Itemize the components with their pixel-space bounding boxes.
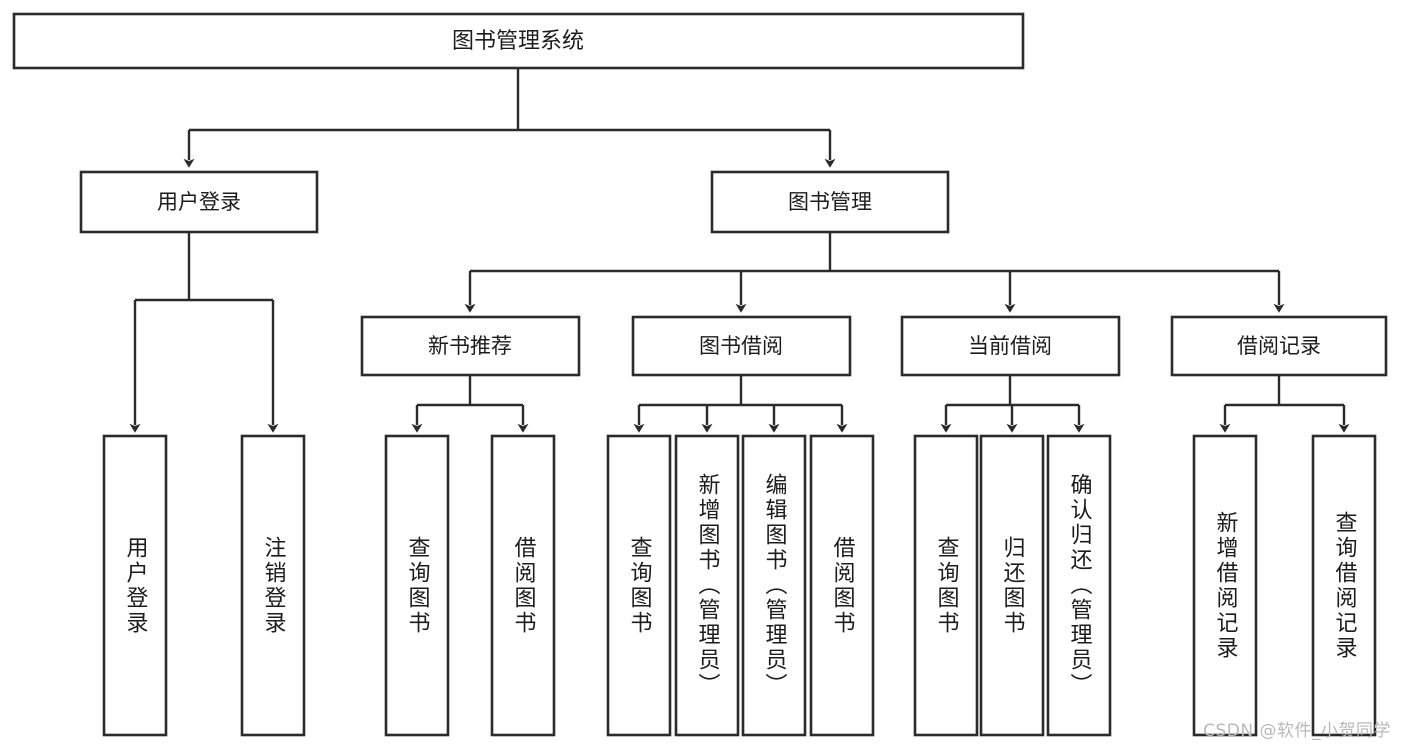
node-root-label: 图书管理系统 (452, 29, 584, 54)
leaf-box-new-book-1[interactable] (384, 434, 450, 737)
leaf-box-current-borrow-3[interactable] (1046, 434, 1112, 737)
edge-group-newbook-to-leaves (411, 375, 529, 433)
edge-group-bookmanage-to-level3 (464, 232, 1285, 313)
edge-group-bookborrow-to-leaves (633, 375, 848, 433)
node-current-borrow-label: 当前借阅 (968, 334, 1052, 358)
leaf-box-borrow-record-2[interactable] (1311, 434, 1377, 737)
node-borrow-record[interactable]: 借阅记录 (1170, 315, 1388, 377)
csdn-watermark: CSDN @软件_小贺同学 (1203, 721, 1391, 741)
node-book-borrow-label: 图书借阅 (699, 334, 783, 358)
leaf-box-borrow-record-1[interactable] (1192, 434, 1258, 737)
leaf-box-book-borrow-4[interactable] (809, 434, 875, 737)
node-book-manage[interactable]: 图书管理 (710, 170, 950, 234)
node-book-manage-box[interactable] (710, 170, 950, 234)
edge-group-root-to-level2 (183, 68, 836, 168)
leaf-box-book-borrow-2[interactable] (674, 434, 740, 737)
edge-group-borrowrecord-to-leaves (1219, 375, 1350, 433)
leaf-box-book-borrow-3[interactable] (741, 434, 807, 737)
node-book-manage-label: 图书管理 (788, 190, 872, 214)
node-user-login[interactable]: 用户登录 (79, 170, 319, 234)
node-book-borrow[interactable]: 图书借阅 (631, 315, 852, 377)
node-root-box[interactable] (12, 12, 1025, 70)
edge-group-userlogin-to-leaves (129, 232, 279, 433)
leaf-box-new-book-2[interactable] (490, 434, 556, 737)
node-root-system[interactable]: 图书管理系统 (12, 12, 1025, 70)
leaf-box-current-borrow-1[interactable] (913, 434, 979, 737)
leaf-box-user-login-1[interactable] (102, 434, 168, 737)
node-user-login-box[interactable] (79, 170, 319, 234)
edge-group-currentborrow-to-leaves (940, 375, 1085, 433)
node-user-login-label: 用户登录 (157, 190, 241, 214)
leaf-box-book-borrow-1[interactable] (606, 434, 672, 737)
leaf-box-user-login-2[interactable] (240, 434, 306, 737)
node-borrow-record-box[interactable] (1170, 315, 1388, 377)
node-book-borrow-box[interactable] (631, 315, 852, 377)
node-current-borrow[interactable]: 当前借阅 (900, 315, 1121, 377)
leaf-boxes (102, 434, 1377, 737)
node-new-book-recommend-label: 新书推荐 (428, 334, 512, 358)
leaf-box-current-borrow-2[interactable] (979, 434, 1045, 737)
node-new-book-recommend[interactable]: 新书推荐 (360, 315, 581, 377)
node-current-borrow-box[interactable] (900, 315, 1121, 377)
node-borrow-record-label: 借阅记录 (1237, 334, 1321, 358)
node-new-book-recommend-box[interactable] (360, 315, 581, 377)
